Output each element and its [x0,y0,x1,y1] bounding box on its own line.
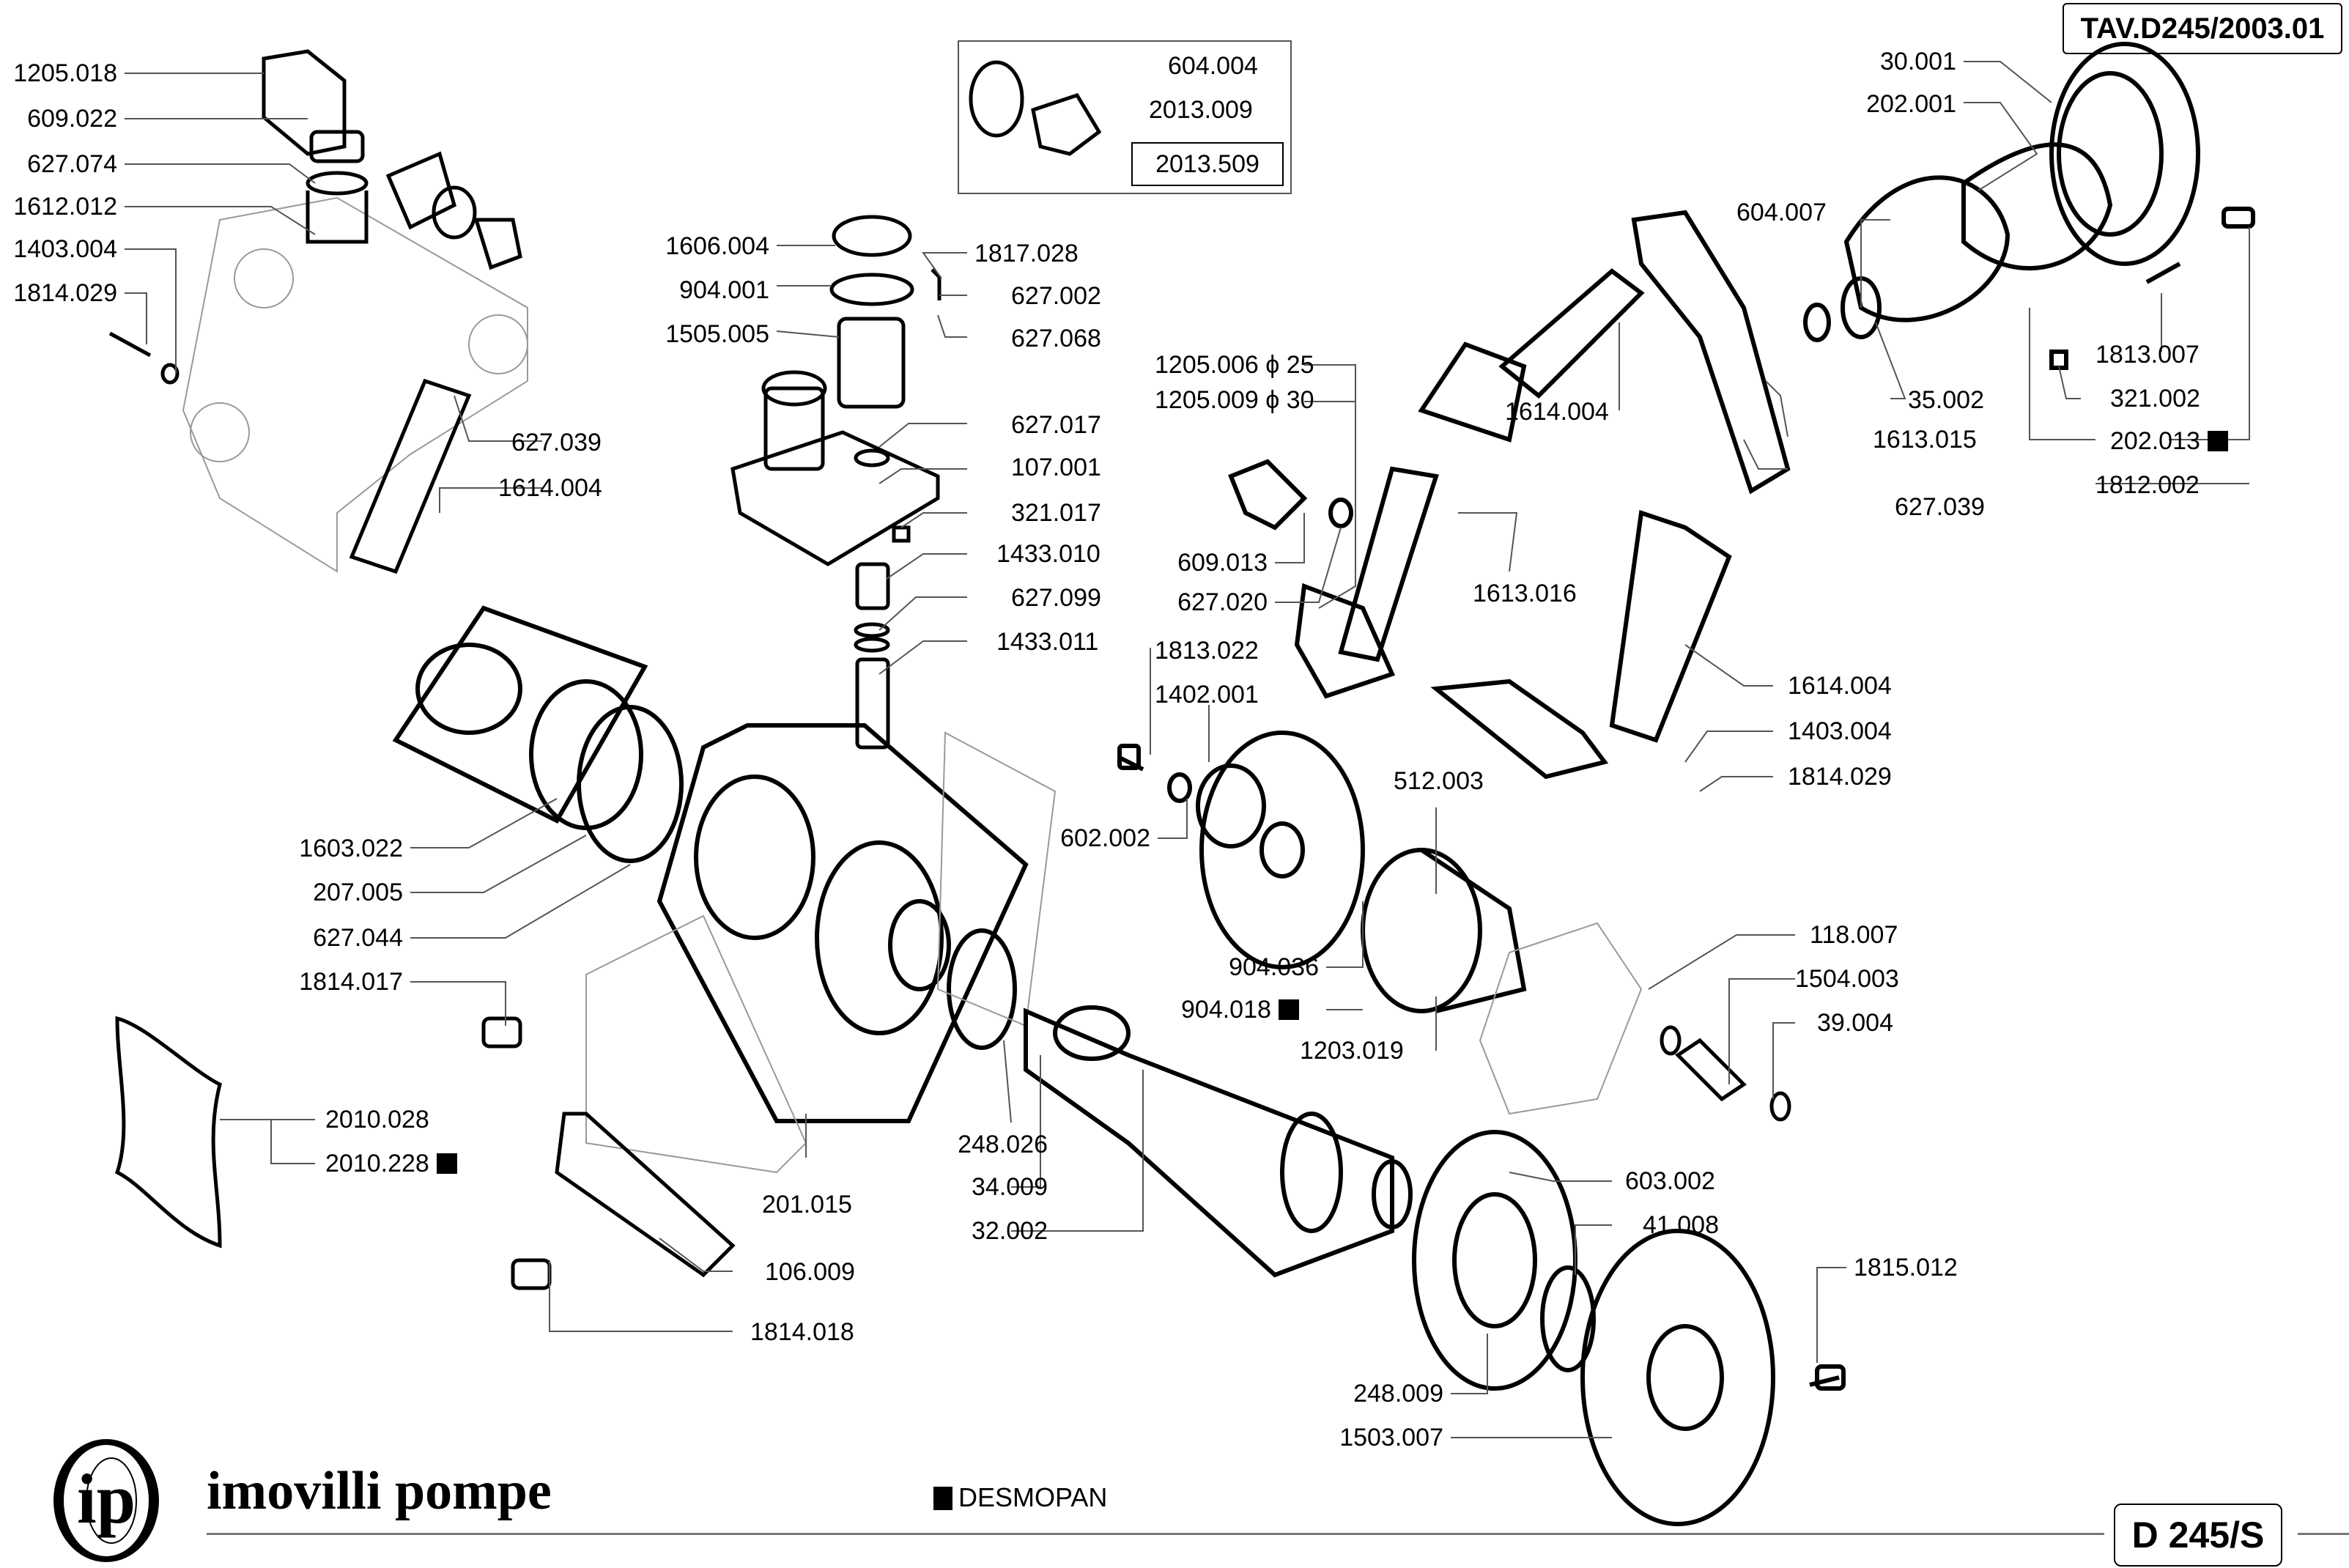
inset-drawing [969,60,1102,156]
part-label: 2010.028 [325,1106,429,1134]
logo-text: ip [77,1460,136,1538]
part-label: 1505.005 [665,320,769,348]
part-label: 30.001 [1880,48,1956,75]
part-label: 1613.015 [1873,426,1977,454]
part-label: 602.002 [1060,824,1150,852]
footer-rule [207,1533,2104,1535]
part-label: 321.017 [1011,499,1101,527]
filter-assembly [730,215,942,750]
part-label: 904.018 [1181,995,1299,1024]
part-label: 1817.028 [974,240,1079,267]
crankshaft [1024,1005,1413,1278]
part-label: 2010.228 [325,1149,457,1178]
part-label: 34.009 [972,1173,1048,1201]
part-label: 512.003 [1394,767,1484,795]
part-label: 321.002 [2110,385,2200,413]
part-label: 248.026 [958,1131,1048,1158]
part-label: 1815.012 [1854,1254,1958,1282]
part-label: 609.022 [27,105,117,133]
part-label: 202.013 [2110,426,2228,456]
leader-lines [125,61,2250,1438]
part-label: 1614.004 [1788,672,1892,700]
part-label: 1814.017 [299,968,403,996]
part-label: 118.007 [1810,921,1898,949]
part-label: 1402.001 [1155,681,1259,709]
bearing-cover [1412,1130,1846,1526]
left-manifold [182,196,528,573]
table-code-box: TAV.D245/2003.01 [2063,3,2342,54]
part-label: 603.002 [1625,1167,1715,1195]
part-label: 1504.003 [1795,965,1899,993]
part-label: 604.007 [1736,199,1827,226]
part-label: 1814.029 [13,279,117,307]
part-label: 1503.007 [1339,1424,1443,1451]
desmopan-marker-icon [436,1153,457,1174]
part-label: 1205.018 [13,59,117,87]
part-label: 2013.009 [1149,96,1253,124]
part-label: 41.008 [1643,1211,1719,1239]
part-label: 627.020 [1177,588,1268,616]
part-label: 627.017 [1011,411,1101,439]
brand-name: imovilli pompe [207,1461,552,1521]
part-label: 627.039 [511,429,602,456]
inset-kit-box [958,40,1292,194]
ip-logo-icon: ip [53,1439,159,1562]
pin-and-clips [1660,1025,1791,1122]
part-label: 627.074 [27,150,117,178]
left-manifold-parts [108,49,522,574]
part-label: 1203.019 [1300,1037,1404,1065]
part-label: 1433.010 [996,540,1100,568]
footer-rule-right [2298,1533,2349,1535]
connecting-rod [1479,922,1643,1115]
part-label: 604.004 [1168,52,1258,80]
part-label: 1603.022 [299,835,403,862]
part-label: 1613.016 [1473,580,1577,607]
right-manifold [1228,210,1791,780]
part-label: 904.036 [1229,953,1319,981]
part-label: 627.039 [1895,493,1985,521]
part-label: 107.001 [1011,454,1101,481]
desmopan-marker-icon [1278,999,1299,1020]
part-label: 248.009 [1353,1380,1443,1408]
pump-body [392,605,1029,1123]
model-code-box: D 245/S [2114,1504,2282,1567]
part-label: 609.013 [1177,549,1268,577]
part-label: 627.002 [1011,282,1101,310]
bottom-left-parts [114,1016,736,1290]
part-label: 106.009 [765,1258,855,1286]
part-label: 1612.012 [13,193,117,221]
part-label: 627.099 [1011,584,1101,612]
part-number: 2010.228 [325,1150,429,1177]
part-number: 904.018 [1181,996,1271,1024]
part-label: 627.044 [313,924,403,952]
part-label: 32.002 [972,1217,1048,1245]
part-label: 201.015 [762,1191,852,1218]
part-label: 1814.029 [1788,763,1892,791]
part-label: 1433.011 [996,628,1099,656]
part-label: 1813.007 [2095,341,2200,369]
part-label: 1606.004 [665,232,769,260]
desmopan-marker-icon [2207,431,2228,451]
part-label: 627.068 [1011,325,1101,352]
part-number: 202.013 [2110,427,2200,455]
part-label: 1812.002 [2095,471,2200,499]
material-legend: DESMOPAN [933,1482,1107,1514]
part-label: 1403.004 [13,235,117,263]
kit-code-box: 2013.509 [1131,142,1284,186]
desmopan-marker-icon [933,1487,952,1510]
part-label: 207.005 [313,879,403,906]
part-label: 1205.006 ϕ 25 [1155,351,1314,379]
part-label: 1814.018 [750,1318,854,1346]
part-label: 1614.004 [498,474,602,502]
part-label: 35.002 [1908,386,1984,414]
part-label: 1614.004 [1505,398,1609,426]
part-label: 1813.022 [1155,637,1259,665]
part-label: 39.004 [1817,1009,1893,1037]
part-label: 202.001 [1866,90,1956,118]
part-label: 904.001 [679,276,769,304]
part-label: 1205.009 ϕ 30 [1155,386,1314,414]
legend-text: DESMOPAN [958,1482,1108,1512]
part-label: 1403.004 [1788,717,1892,745]
